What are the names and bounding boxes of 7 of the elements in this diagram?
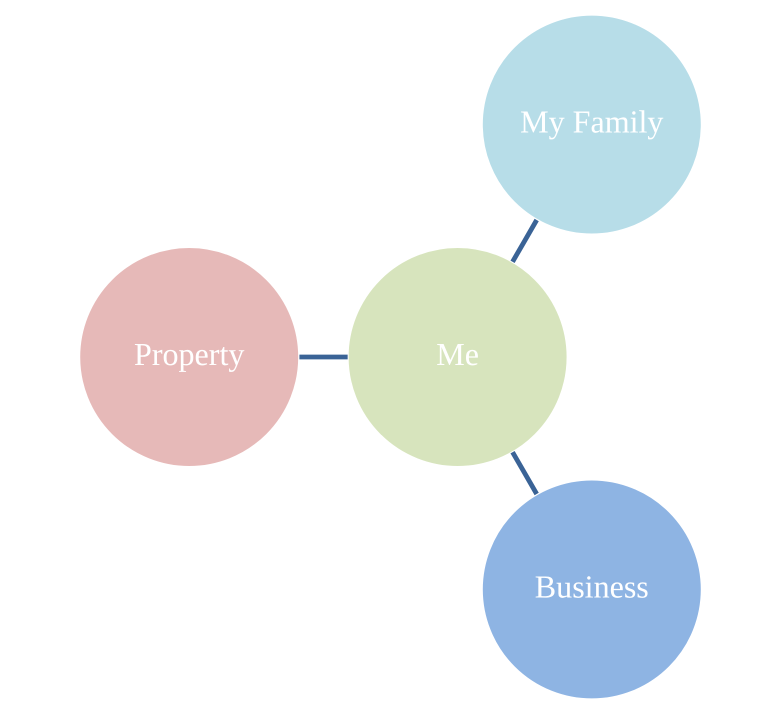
node-circle: Property [78,246,300,468]
node-circle: Me [347,246,568,468]
connector [510,218,539,263]
connector [510,451,539,496]
node-circle: Business [481,478,702,700]
node-circle: My Family [481,14,702,236]
connector [299,354,348,360]
